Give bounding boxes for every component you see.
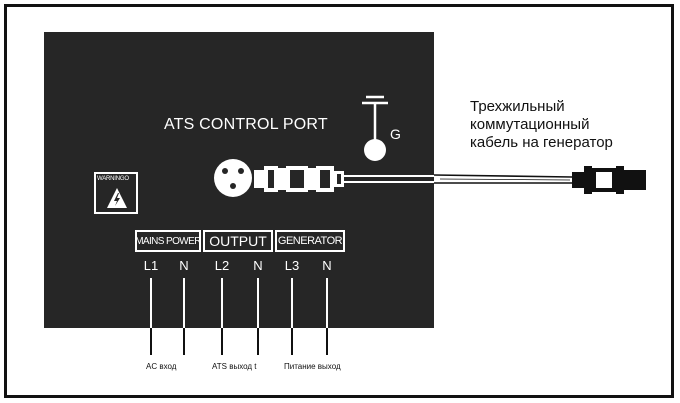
terminal-wires xyxy=(150,278,328,355)
cable-label-line: Трехжильный xyxy=(470,98,565,115)
plug-connector-icon xyxy=(254,166,344,192)
warning-lightning-icon xyxy=(107,188,127,208)
port-title: ATS CONTROL PORT xyxy=(164,116,328,133)
terminal-wires-on-panel xyxy=(150,278,328,328)
bottom-label-ats-output: ATS выход t xyxy=(212,362,257,371)
bottom-label-ac-input: AC вход xyxy=(146,362,177,371)
warning-sign: WARNINGO xyxy=(94,172,138,214)
bottom-label-power-output: Питание выход xyxy=(284,362,341,371)
ground-symbol-icon xyxy=(362,95,388,161)
ground-label: G xyxy=(390,126,401,142)
terminal-label: L1 xyxy=(143,258,159,273)
terminal-label: L3 xyxy=(284,258,300,273)
cable-label-line: кабель на генератор xyxy=(470,134,613,151)
generator-plug-icon xyxy=(572,166,646,194)
terminal-label: L2 xyxy=(214,258,230,273)
terminal-label: N xyxy=(179,258,189,273)
cable xyxy=(344,174,573,184)
cable-label-line: коммутационный xyxy=(470,116,590,133)
terminal-label: N xyxy=(322,258,332,273)
socket-icon xyxy=(214,159,252,197)
terminal-label: N xyxy=(253,258,263,273)
group-generator: GENERATOR xyxy=(275,230,345,252)
cable-label: Трехжильный коммутационный кабель на ген… xyxy=(470,98,613,152)
warning-text: WARNINGO xyxy=(97,176,129,182)
group-output: OUTPUT xyxy=(203,230,273,252)
group-mains-power: MAINS POWER xyxy=(135,230,201,252)
